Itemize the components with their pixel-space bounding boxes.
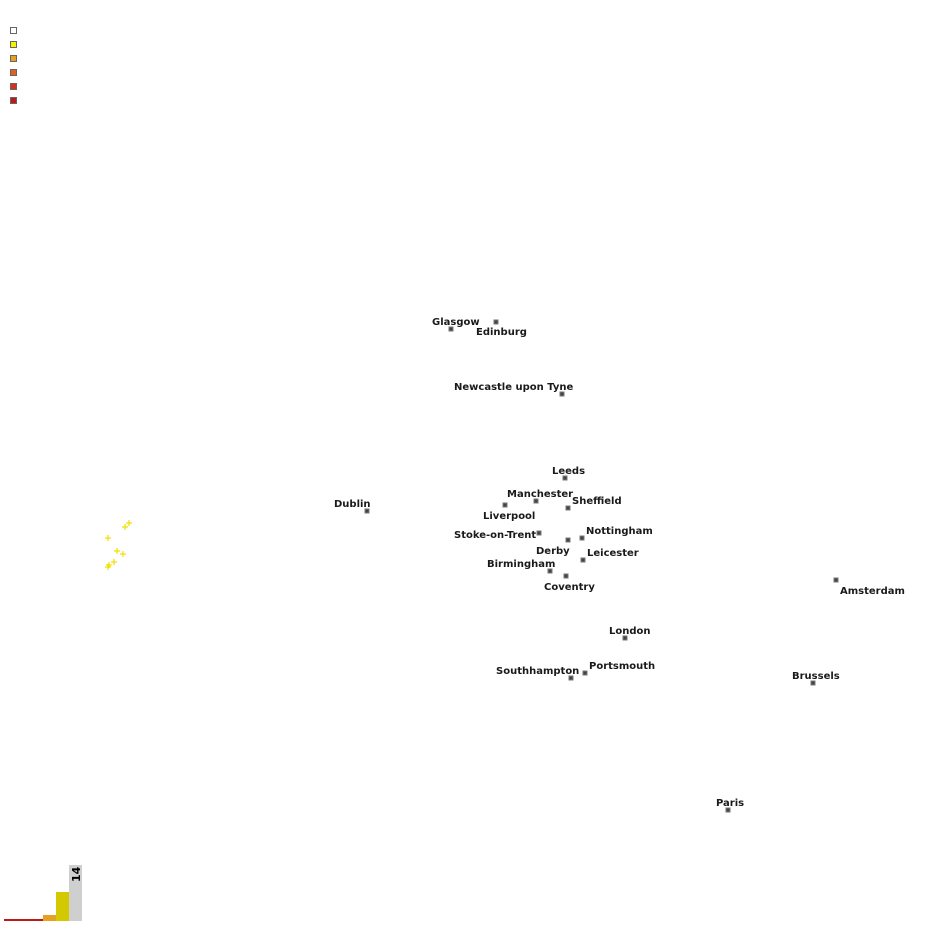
city-marker-sheffield[interactable] [565,505,571,511]
legend-swatch-6 [10,97,17,104]
city-label-leicester: Leicester [587,548,639,559]
city-label-paris: Paris [716,798,744,809]
earthquake-marker[interactable] [126,520,132,526]
histogram-bar-orange [43,915,56,921]
city-label-nottingham: Nottingham [586,526,653,537]
city-marker-portsmouth[interactable] [582,670,588,676]
city-marker-glasgow[interactable] [448,326,454,332]
city-marker-newcastle-upon-tyne[interactable] [559,391,565,397]
city-label-sheffield: Sheffield [572,496,622,507]
city-marker-southhampton[interactable] [568,675,574,681]
earthquake-marker[interactable] [120,551,126,557]
city-marker-brussels[interactable] [810,680,816,686]
city-label-newcastle-upon-tyne: Newcastle upon Tyne [454,382,574,393]
city-label-portsmouth: Portsmouth [589,661,655,672]
legend-swatch-2 [10,41,17,48]
earthquake-marker[interactable] [111,559,117,565]
earthquake-markers [105,520,132,570]
city-marker-edinburg[interactable] [493,319,499,325]
city-marker-london[interactable] [622,635,628,641]
city-label-coventry: Coventry [544,582,595,593]
city-marker-leeds[interactable] [562,475,568,481]
city-label-southhampton: Southhampton [496,666,579,677]
magnitude-legend [10,27,17,111]
city-marker-manchester[interactable] [533,498,539,504]
city-label-manchester: Manchester [507,489,573,500]
city-label-birmingham: Birmingham [487,559,555,570]
city-marker-paris[interactable] [725,807,731,813]
city-label-glasgow: Glasgow [432,317,480,328]
city-marker-coventry[interactable] [563,573,569,579]
city-marker-liverpool[interactable] [502,502,508,508]
city-marker-amsterdam[interactable] [833,577,839,583]
city-marker-leicester[interactable] [580,557,586,563]
histogram-bar-red [4,919,43,921]
magnitude-histogram: 14 [4,865,83,921]
city-label-edinburg: Edinburg [476,327,527,338]
city-label-london: London [609,626,651,637]
legend-swatch-4 [10,69,17,76]
legend-swatch-1 [10,27,17,34]
legend-swatch-3 [10,55,17,62]
city-marker-birmingham[interactable] [547,568,553,574]
city-label-amsterdam: Amsterdam [840,586,905,597]
city-label-dublin: Dublin [334,499,371,510]
histogram-bar-grey [69,865,82,921]
histogram-count-label: 14 [70,866,83,882]
earthquake-marker[interactable] [105,535,111,541]
city-marker-nottingham[interactable] [579,535,585,541]
city-marker-stoke-on-trent[interactable] [536,530,542,536]
city-label-liverpool: Liverpool [483,511,535,522]
city-label-stoke-on-trent: Stoke-on-Trent [454,530,536,541]
city-marker-dublin[interactable] [364,508,370,514]
legend-swatch-5 [10,83,17,90]
city-label-brussels: Brussels [792,671,840,682]
earthquake-marker[interactable] [105,564,111,570]
histogram-bar-yellow [56,892,69,921]
city-marker-derby[interactable] [565,537,571,543]
earthquake-marker[interactable] [122,524,128,530]
city-label-derby: Derby [536,546,570,557]
city-label-leeds: Leeds [552,466,585,477]
earthquake-marker[interactable] [114,548,120,554]
